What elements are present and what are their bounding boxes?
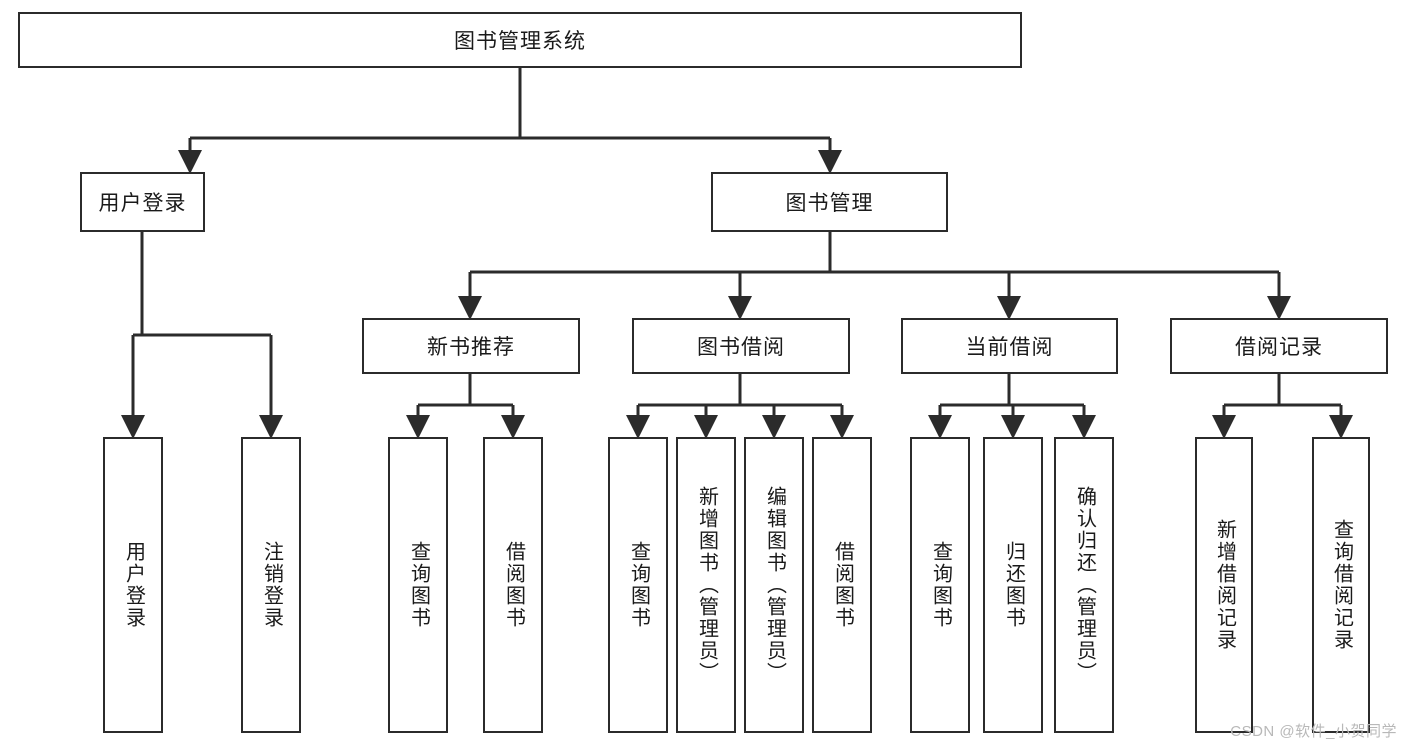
node-root[interactable]: 图书管理系统 [18, 12, 1022, 68]
leaf-borrow-book-borrow[interactable]: 借阅图书 [812, 437, 872, 733]
leaf-confirm-return-admin-label: 确认归还（管理员） [1073, 486, 1096, 684]
node-current-borrow[interactable]: 当前借阅 [901, 318, 1118, 374]
leaf-query-borrow-record-label: 查询借阅记录 [1330, 519, 1353, 651]
leaf-borrow-book-recommend-label: 借阅图书 [502, 541, 525, 629]
node-new-book-recommend-label: 新书推荐 [427, 336, 515, 359]
node-borrow-record[interactable]: 借阅记录 [1170, 318, 1388, 374]
leaf-query-borrow-record[interactable]: 查询借阅记录 [1312, 437, 1370, 733]
leaf-query-book-borrow[interactable]: 查询图书 [608, 437, 668, 733]
node-book-borrow[interactable]: 图书借阅 [632, 318, 850, 374]
leaf-query-book-current[interactable]: 查询图书 [910, 437, 970, 733]
node-current-borrow-label: 当前借阅 [965, 336, 1054, 359]
node-user-login[interactable]: 用户登录 [80, 172, 205, 232]
leaf-user-login-label: 用户登录 [122, 541, 145, 629]
leaf-return-book-label: 归还图书 [1002, 541, 1025, 629]
leaf-add-borrow-record[interactable]: 新增借阅记录 [1195, 437, 1253, 733]
leaf-query-book-recommend[interactable]: 查询图书 [388, 437, 448, 733]
node-new-book-recommend[interactable]: 新书推荐 [362, 318, 580, 374]
leaf-query-book-current-label: 查询图书 [929, 541, 952, 629]
watermark: CSDN @软件_小贺同学 [1230, 723, 1397, 740]
leaf-query-book-borrow-label: 查询图书 [627, 541, 650, 629]
leaf-add-borrow-record-label: 新增借阅记录 [1213, 519, 1236, 651]
node-book-manage[interactable]: 图书管理 [711, 172, 948, 232]
node-root-label: 图书管理系统 [454, 30, 586, 53]
leaf-logout[interactable]: 注销登录 [241, 437, 301, 733]
node-borrow-record-label: 借阅记录 [1235, 336, 1323, 359]
node-book-manage-label: 图书管理 [785, 192, 874, 215]
leaf-user-login[interactable]: 用户登录 [103, 437, 163, 733]
leaf-return-book[interactable]: 归还图书 [983, 437, 1043, 733]
leaf-edit-book-admin-label: 编辑图书（管理员） [763, 486, 786, 684]
leaf-add-book-admin-label: 新增图书（管理员） [695, 486, 718, 684]
node-book-borrow-label: 图书借阅 [697, 336, 785, 359]
leaf-edit-book-admin[interactable]: 编辑图书（管理员） [744, 437, 804, 733]
leaf-add-book-admin[interactable]: 新增图书（管理员） [676, 437, 736, 733]
leaf-borrow-book-borrow-label: 借阅图书 [831, 541, 854, 629]
leaf-confirm-return-admin[interactable]: 确认归还（管理员） [1054, 437, 1114, 733]
leaf-borrow-book-recommend[interactable]: 借阅图书 [483, 437, 543, 733]
leaf-logout-label: 注销登录 [260, 541, 283, 629]
node-user-login-label: 用户登录 [98, 192, 187, 215]
leaf-query-book-recommend-label: 查询图书 [407, 541, 430, 629]
